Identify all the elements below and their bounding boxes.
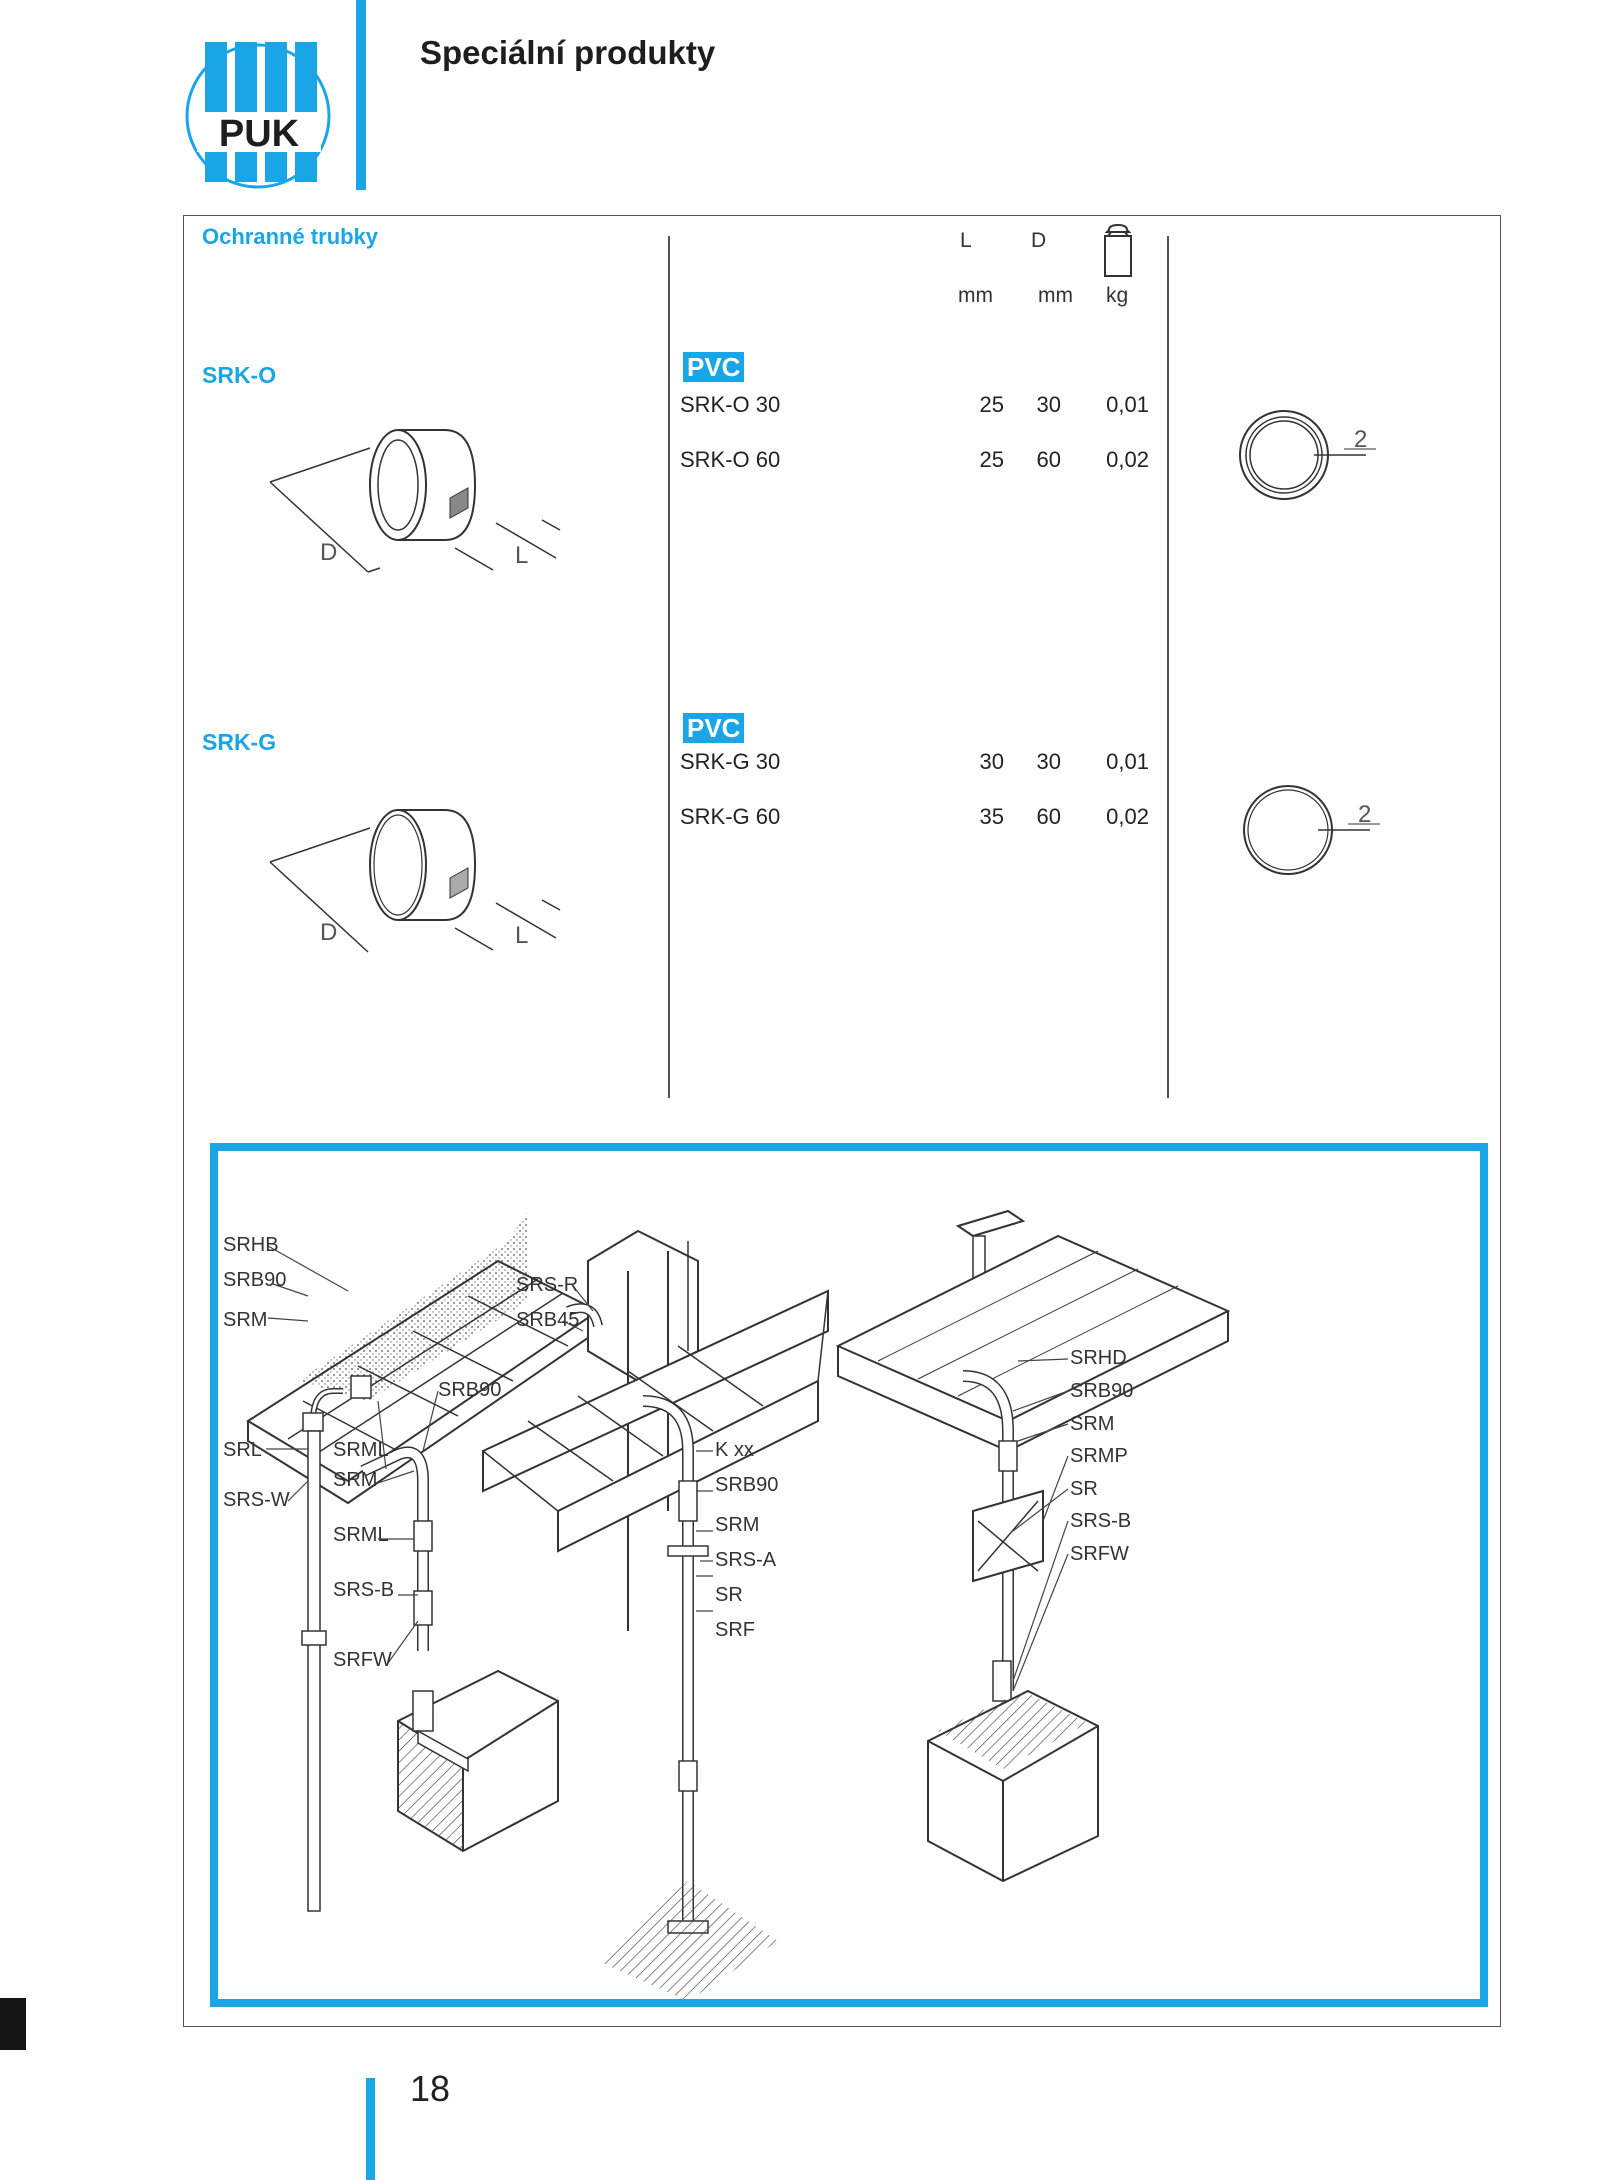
product-label-srk-g: SRK-G — [202, 729, 277, 755]
column-divider-left — [668, 236, 670, 1098]
srk-g-row-1-D: 30 — [1036, 749, 1061, 774]
col-unit-kg: kg — [1106, 284, 1129, 307]
callout-left-srfw: SRFW — [333, 1649, 392, 1671]
installation-diagram-frame: SRHB SRB90 SRM SRL SRS-W SRB90 SRML SRM … — [210, 1143, 1488, 2007]
srk-g-row-1-code: SRK-G 30 — [680, 749, 781, 774]
srk-o-row-1-code: SRK-O 30 — [680, 392, 781, 417]
callout-right-srmp: SRMP — [1070, 1445, 1128, 1467]
srk-g-row-2-L: 35 — [979, 804, 1004, 829]
srk-g-wall-thickness: 2 — [1358, 801, 1371, 828]
callout-left-srhb: SRHB — [223, 1234, 279, 1256]
srk-o-row-1-L: 25 — [979, 392, 1004, 417]
section-title: Ochranné trubky — [202, 224, 379, 249]
header-accent-bar — [356, 0, 366, 190]
col-unit-D: mm — [1038, 284, 1073, 307]
right-scene — [835, 1209, 1231, 1883]
srk-g-row-2-D: 60 — [1036, 804, 1061, 829]
callout-mid-k-xx: K xx — [715, 1439, 754, 1461]
puk-logo: PUK — [185, 42, 331, 189]
callout-right-srb90: SRB90 — [1070, 1380, 1133, 1402]
callout-right-srfw: SRFW — [1070, 1543, 1129, 1565]
callout-left-srb90-b: SRB90 — [438, 1379, 501, 1401]
callout-right-srhd: SRHD — [1070, 1347, 1127, 1369]
callout-right-srm: SRM — [1070, 1413, 1114, 1435]
srk-o-row-1-kg: 0,01 — [1106, 392, 1149, 417]
left-scene — [246, 1211, 600, 1912]
srk-o-row-2-L: 25 — [979, 447, 1004, 472]
callout-right-srs-b: SRS-B — [1070, 1510, 1131, 1532]
callout-mid-srb45: SRB45 — [516, 1309, 579, 1331]
callout-mid-sr: SR — [715, 1584, 743, 1606]
srk-g-dim-L: L — [515, 922, 528, 949]
srk-o-row-2-kg: 0,02 — [1106, 447, 1149, 472]
side-index-tab — [0, 1998, 26, 2050]
logo-text: PUK — [219, 113, 300, 155]
col-unit-L: mm — [958, 284, 993, 307]
callout-left-srm-a: SRM — [223, 1309, 267, 1331]
content-frame — [183, 215, 1501, 2027]
callout-left-srml-a: SRML — [333, 1439, 389, 1461]
callout-mid-srm: SRM — [715, 1514, 759, 1536]
column-divider-right — [1167, 236, 1169, 1098]
srk-g-row-1-L: 30 — [979, 749, 1004, 774]
footer-accent-bar — [366, 2078, 375, 2180]
callout-left-srm-b: SRM — [333, 1469, 377, 1491]
callout-left-srml-b: SRML — [333, 1524, 389, 1546]
srk-g-material-badge: PVC — [683, 713, 745, 743]
srk-o-row-2-D: 60 — [1036, 447, 1061, 472]
srk-o-wall-thickness: 2 — [1354, 426, 1367, 453]
srk-o-dim-D: D — [320, 539, 337, 566]
srk-g-dim-D: D — [320, 919, 337, 946]
srk-o-dim-L: L — [515, 542, 528, 569]
callout-left-srb90-a: SRB90 — [223, 1269, 286, 1291]
col-header-D: D — [1031, 229, 1047, 252]
callout-right-sr: SR — [1070, 1478, 1098, 1500]
callout-mid-srs-a: SRS-A — [715, 1549, 777, 1571]
srk-o-sleeve-drawing: D L — [269, 429, 561, 573]
srk-g-sleeve-drawing: D L — [269, 809, 561, 953]
installation-diagram: SRHB SRB90 SRM SRL SRS-W SRB90 SRML SRM … — [223, 1209, 1231, 1999]
callout-left-srs-w: SRS-W — [223, 1489, 290, 1511]
callout-mid-srf: SRF — [715, 1619, 755, 1641]
callout-left-srs-b: SRS-B — [333, 1579, 394, 1601]
srk-g-section-drawing: 2 — [1243, 785, 1380, 875]
srk-o-row-2-code: SRK-O 60 — [680, 447, 781, 472]
callout-mid-srs-r: SRS-R — [516, 1274, 578, 1296]
weight-icon — [1104, 224, 1132, 277]
srk-o-row-1-D: 30 — [1036, 392, 1061, 417]
srk-g-row-2-code: SRK-G 60 — [680, 804, 781, 829]
page-title: Speciální produkty — [420, 34, 716, 71]
middle-scene — [482, 1229, 829, 1999]
srk-g-row-2-kg: 0,02 — [1106, 804, 1149, 829]
srk-g-row-1-kg: 0,01 — [1106, 749, 1149, 774]
callout-left-srl: SRL — [223, 1439, 262, 1461]
callout-mid-srb90: SRB90 — [715, 1474, 778, 1496]
srk-o-material-badge: PVC — [683, 352, 745, 382]
srk-o-section-drawing: 2 — [1239, 410, 1376, 500]
product-label-srk-o: SRK-O — [202, 362, 277, 388]
page-number: 18 — [410, 2068, 451, 2109]
col-header-L: L — [960, 229, 972, 252]
